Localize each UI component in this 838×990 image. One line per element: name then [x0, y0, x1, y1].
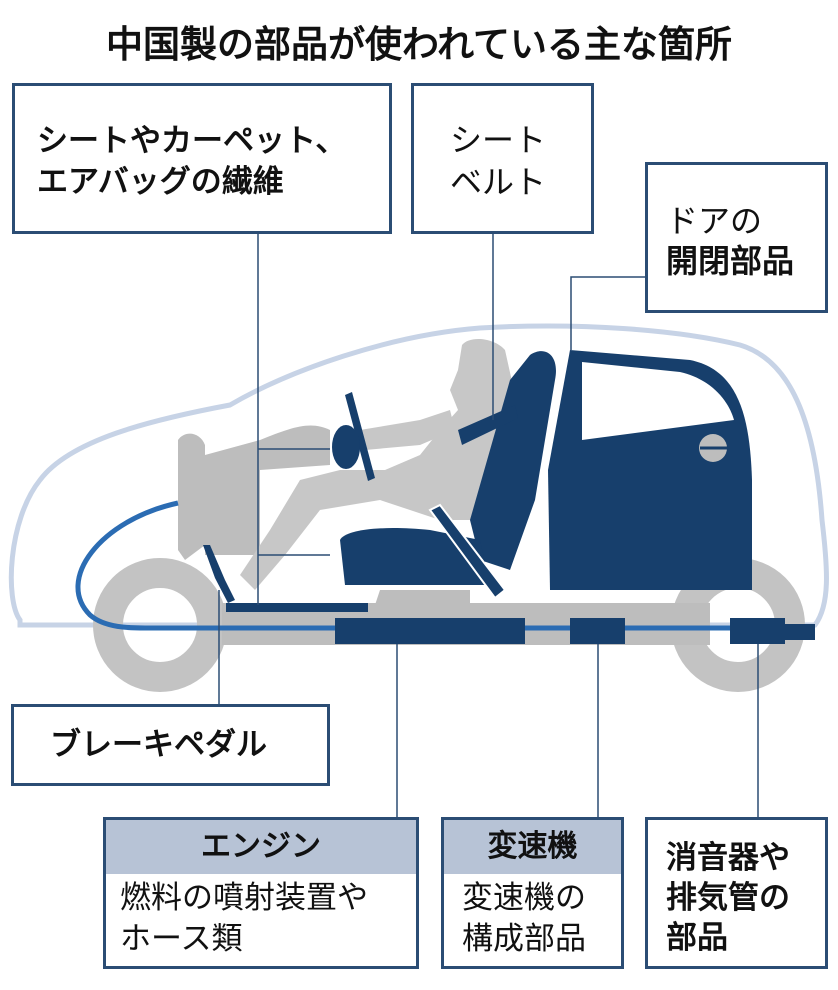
label-seat-fiber-line2: エアバッグの繊維 [37, 164, 284, 200]
fuel-hose [75, 500, 815, 631]
seatbelt-strap [428, 503, 507, 600]
engine-block [335, 618, 525, 644]
label-muffler-line1: 消音器や [666, 840, 790, 876]
label-engine-header: エンジン [106, 820, 416, 874]
seat-cushion [340, 528, 490, 585]
label-brake-line1: ブレーキペダル [50, 727, 267, 763]
dashboard [178, 433, 205, 560]
driver-arm [360, 410, 455, 450]
label-muffler: 消音器や 排気管の 部品 [645, 817, 828, 969]
label-muffler-line3: 部品 [666, 920, 728, 956]
label-transmission-line2: 構成部品 [462, 921, 586, 957]
label-engine: エンジン 燃料の噴射装置や ホース類 [103, 817, 419, 969]
driver-silhouette [240, 338, 515, 590]
label-door: ドアの 開閉部品 [645, 162, 828, 313]
label-seat-fiber: シートやカーペット、 エアバッグの繊維 [12, 83, 392, 234]
car-body-outline [8, 323, 829, 628]
label-door-line1: ドアの [666, 202, 763, 240]
transmission-block [570, 618, 625, 644]
steering-wheel [345, 392, 375, 481]
label-muffler-line2: 排気管の [666, 880, 790, 916]
label-door-line2: 開閉部品 [666, 242, 795, 280]
label-seatbelt: シート ベルト [411, 83, 594, 234]
label-engine-line1: 燃料の噴射装置や [120, 880, 368, 916]
leader-door [570, 276, 645, 350]
seat-back [470, 351, 556, 570]
label-transmission-line1: 変速機の [462, 880, 586, 916]
muffler-block [730, 618, 785, 644]
label-brake: ブレーキペダル [11, 704, 330, 786]
label-seat-fiber-line1: シートやカーペット、 [37, 123, 347, 159]
label-seatbelt-line2: ベルト [450, 163, 547, 201]
brake-pedal [203, 545, 235, 603]
door-window [582, 362, 734, 440]
label-seatbelt-line1: シート [450, 121, 547, 159]
exhaust-pipe [785, 624, 815, 640]
label-engine-line2: ホース類 [120, 921, 243, 957]
center-console [205, 470, 260, 555]
seat-rail [375, 590, 470, 605]
carpet-bar [226, 603, 368, 612]
label-transmission: 変速機 変速機の 構成部品 [441, 817, 624, 969]
label-transmission-header: 変速機 [444, 820, 621, 874]
steering-hub [332, 425, 360, 469]
diagram-title: 中国製の部品が使われている主な箇所 [105, 23, 733, 66]
seatbelt-shoulder [458, 405, 518, 445]
